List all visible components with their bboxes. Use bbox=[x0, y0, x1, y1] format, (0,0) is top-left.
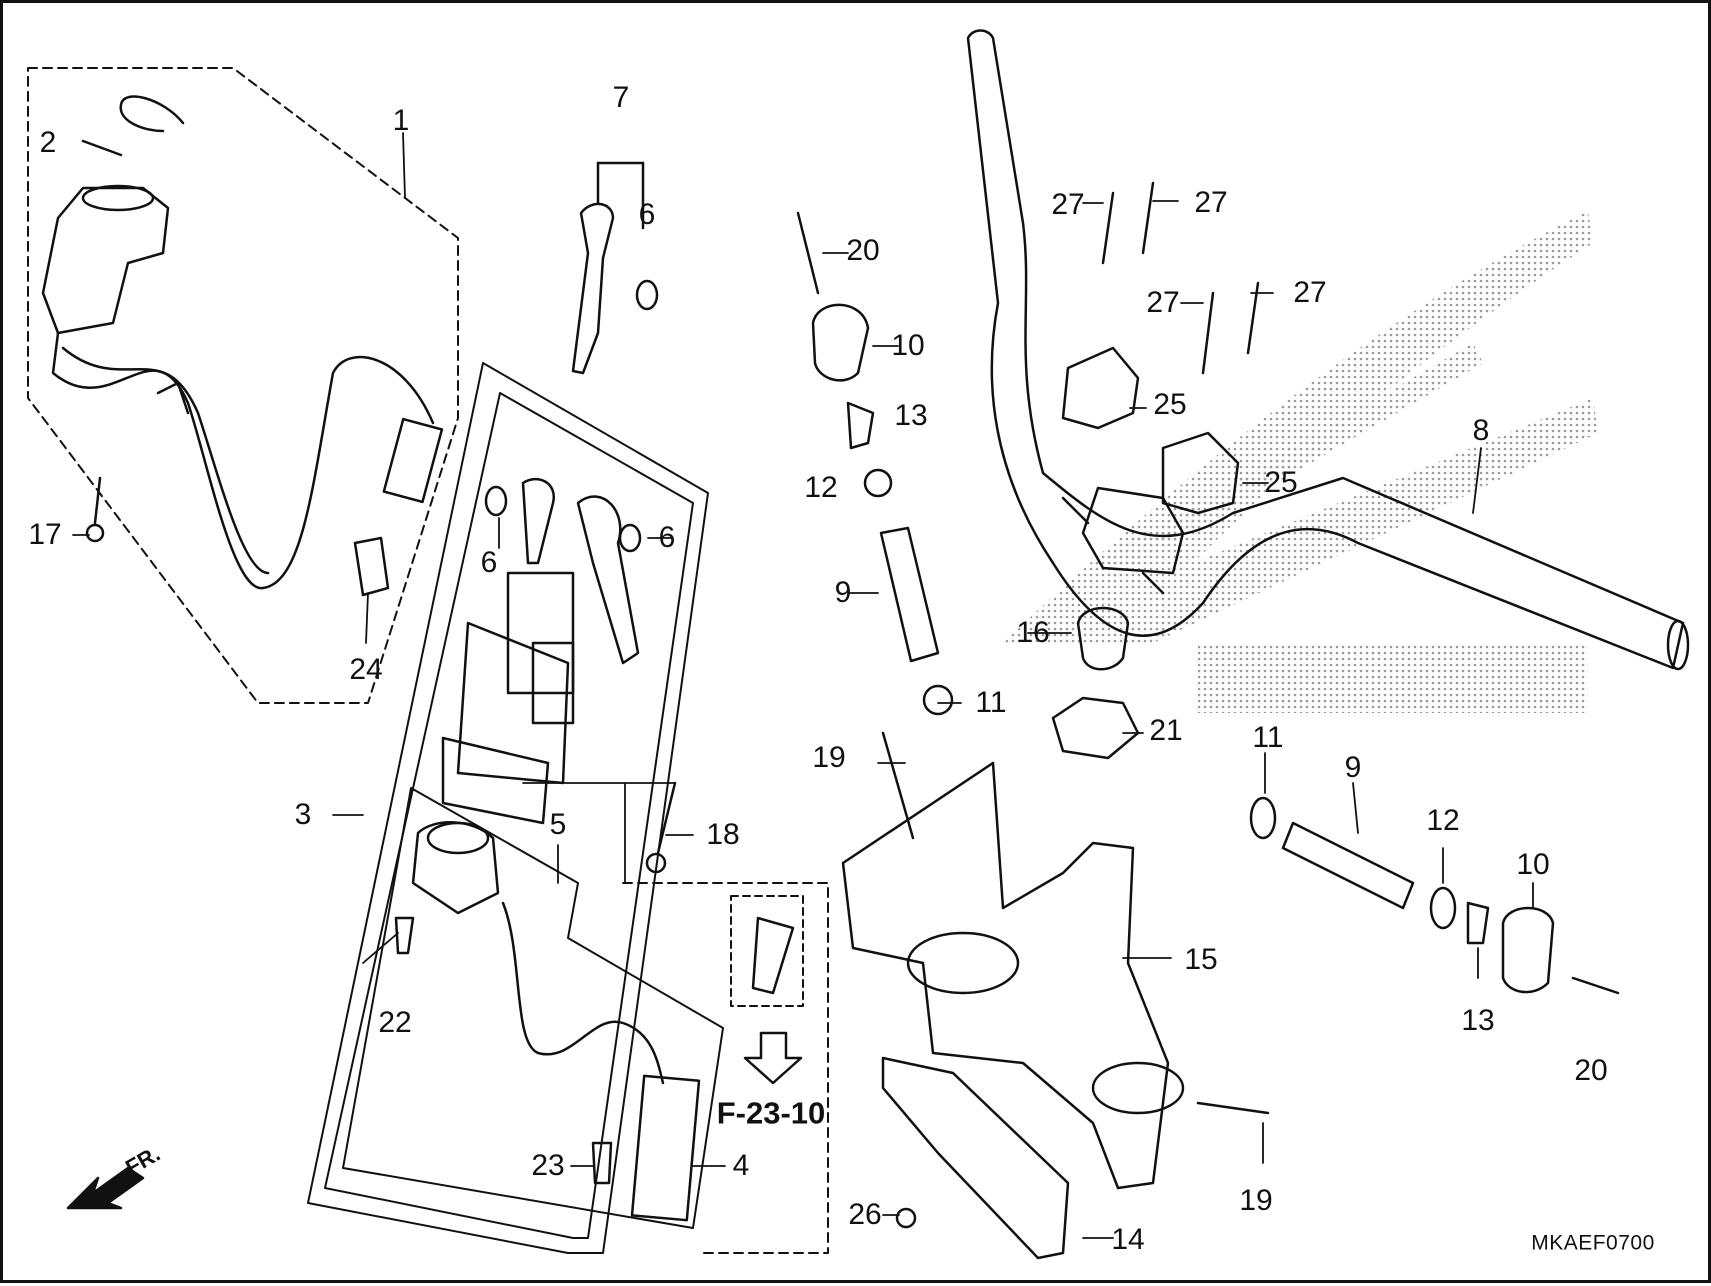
part-9-tube-a bbox=[879, 526, 940, 663]
callout-20a: 20 bbox=[846, 234, 880, 267]
part-19-bolt-a bbox=[881, 731, 915, 840]
callout-23: 23 bbox=[531, 1149, 565, 1182]
callout-5: 5 bbox=[549, 808, 567, 841]
kit-frame-3-outer bbox=[307, 362, 709, 1254]
part-20-screw-a bbox=[796, 211, 820, 295]
reference-inset-part bbox=[751, 916, 795, 995]
callout-7: 7 bbox=[612, 81, 630, 114]
callout-6b: 6 bbox=[480, 546, 498, 579]
part-9-tube-b bbox=[1281, 821, 1415, 910]
group-boundary-1 bbox=[27, 67, 459, 704]
reference-arrow bbox=[743, 1031, 803, 1085]
part-12-b bbox=[1429, 886, 1457, 930]
callout-24: 24 bbox=[349, 653, 383, 686]
clamp-hole-left bbox=[906, 931, 1020, 995]
part-27-bolts bbox=[1101, 181, 1260, 375]
part-25-holder-b bbox=[1161, 431, 1240, 515]
part-16-cap bbox=[1076, 606, 1130, 671]
callout-27d: 27 bbox=[1293, 276, 1327, 309]
part-10-weight-b bbox=[1501, 906, 1555, 994]
kit-frame-3-inner bbox=[324, 392, 694, 1239]
callout-16: 16 bbox=[1016, 616, 1050, 649]
part-15-top-bridge bbox=[841, 761, 1170, 1190]
callout-12b: 12 bbox=[1426, 804, 1460, 837]
clamp-hole-right bbox=[1091, 1061, 1185, 1115]
callout-22: 22 bbox=[378, 1006, 412, 1039]
callout-18: 18 bbox=[706, 818, 740, 851]
callout-11b: 11 bbox=[1252, 721, 1284, 754]
reference-inset bbox=[730, 895, 804, 1007]
callout-11a: 11 bbox=[975, 686, 1007, 719]
part-5-switch bbox=[411, 821, 665, 1085]
callout-10b: 10 bbox=[1516, 848, 1550, 881]
callout-21: 21 bbox=[1149, 714, 1183, 747]
part-26-screw bbox=[895, 1207, 917, 1229]
callout-2: 2 bbox=[39, 126, 57, 159]
part-17-screw bbox=[85, 476, 105, 543]
callout-26: 26 bbox=[848, 1198, 882, 1231]
callout-27a: 27 bbox=[1051, 188, 1085, 221]
callout-13a: 13 bbox=[894, 399, 928, 432]
callout-14: 14 bbox=[1111, 1223, 1145, 1256]
part-19-bolt-b bbox=[1196, 1101, 1270, 1115]
diagram-code: MKAEF0700 bbox=[1531, 1231, 1655, 1255]
callout-9a: 9 bbox=[834, 576, 852, 609]
part-3-ignition-kit bbox=[441, 477, 640, 825]
callout-10a: 10 bbox=[891, 329, 925, 362]
callout-12a: 12 bbox=[804, 471, 838, 504]
part-18-bolt bbox=[645, 781, 677, 874]
part-24-connector bbox=[353, 536, 390, 597]
part-6-nut-a bbox=[635, 279, 659, 311]
parts-diagram-drawing bbox=[27, 29, 1690, 1260]
callout-8: 8 bbox=[1472, 414, 1490, 447]
sub-boundary-5 bbox=[342, 787, 724, 1229]
reference-f-23-10[interactable]: F-23-10 bbox=[716, 1095, 826, 1131]
callout-1: 1 bbox=[392, 104, 410, 137]
callout-19a: 19 bbox=[812, 741, 846, 774]
lower-holder bbox=[1081, 486, 1185, 575]
fr-direction-arrow bbox=[66, 1166, 145, 1210]
part-7-key bbox=[571, 161, 645, 375]
callout-19b: 19 bbox=[1239, 1184, 1273, 1217]
callout-20b: 20 bbox=[1574, 1054, 1608, 1087]
part-1-switch bbox=[41, 184, 444, 590]
part-12-a bbox=[863, 468, 893, 498]
part-25-holder-a bbox=[1061, 346, 1140, 430]
callout-25b: 25 bbox=[1264, 466, 1298, 499]
callout-27c: 27 bbox=[1146, 286, 1180, 319]
callout-17: 17 bbox=[28, 518, 62, 551]
callout-9b: 9 bbox=[1344, 751, 1362, 784]
part-21-nut bbox=[1051, 696, 1140, 760]
callout-4: 4 bbox=[732, 1149, 750, 1182]
part-10-weight-a bbox=[811, 303, 870, 382]
part-2-pin bbox=[81, 95, 185, 157]
callout-27b: 27 bbox=[1194, 186, 1228, 219]
part-13-a bbox=[846, 401, 875, 450]
part-23-clip bbox=[591, 1141, 613, 1185]
part-6-nut-b bbox=[484, 485, 508, 517]
part-14-bracket bbox=[881, 1056, 1070, 1260]
callout-6c: 6 bbox=[658, 521, 676, 554]
part-22-clip bbox=[394, 916, 415, 955]
part-6-nut-c bbox=[618, 523, 642, 553]
part-4-module bbox=[630, 1074, 701, 1222]
callout-3: 3 bbox=[294, 798, 312, 831]
reference-box-f-23-10 bbox=[622, 882, 829, 1254]
callout-15: 15 bbox=[1184, 943, 1218, 976]
part-11-b bbox=[1249, 796, 1277, 840]
part-13-b bbox=[1466, 901, 1490, 945]
part-8-handlebar bbox=[966, 29, 1690, 671]
part-11-a bbox=[922, 684, 954, 716]
leader-lines bbox=[72, 132, 1534, 1239]
part-20-screw-b bbox=[1571, 976, 1620, 995]
callout-25a: 25 bbox=[1153, 388, 1187, 421]
callout-6a: 6 bbox=[638, 198, 656, 231]
callout-13b: 13 bbox=[1461, 1004, 1495, 1037]
